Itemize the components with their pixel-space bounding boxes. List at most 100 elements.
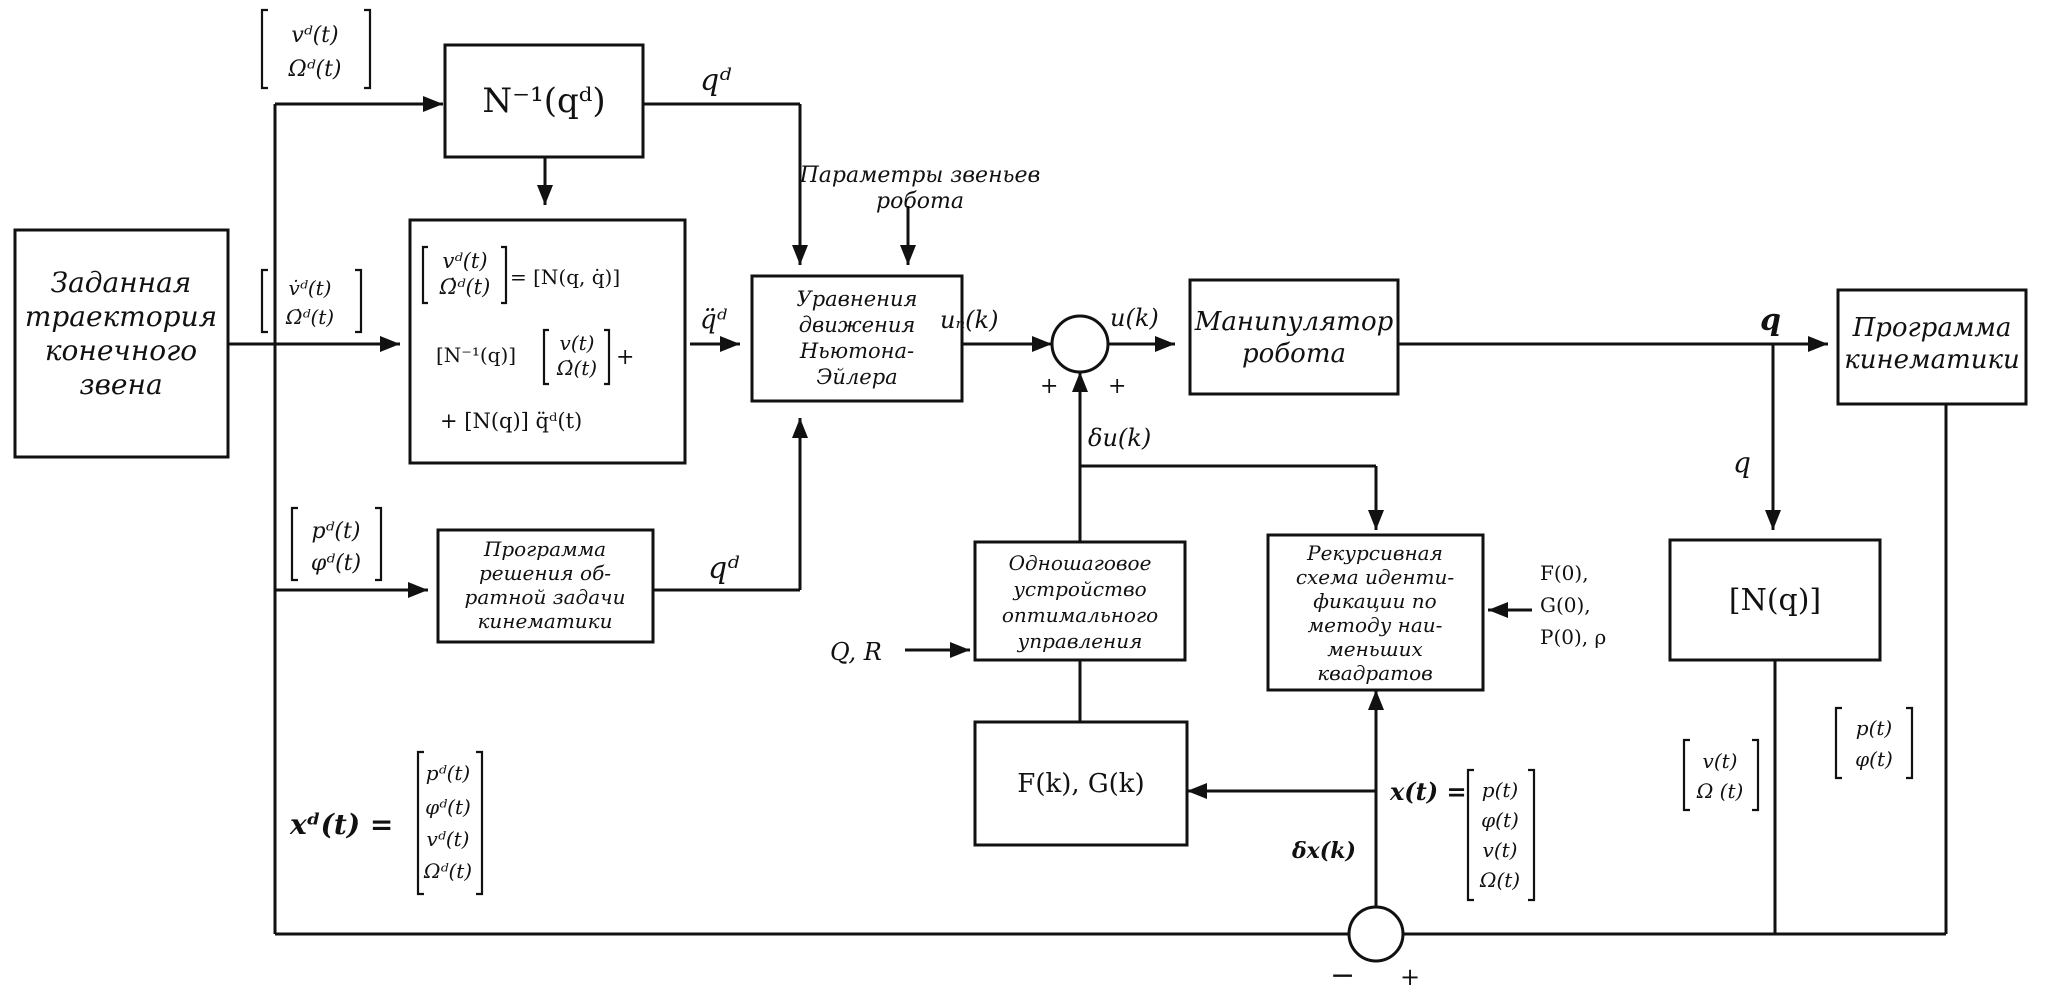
xd-vec-2: φᵈ(t) — [425, 795, 471, 819]
eq-line3: + [N(q)] q̈ᵈ(t) — [440, 409, 582, 433]
xd-vec-4: Ωᵈ(t) — [423, 859, 472, 883]
p-vec-top: p(t) — [1856, 716, 1892, 740]
link-params-label: Параметры звеньев робота — [799, 163, 1041, 214]
manipulator-line-1: Манипулятор — [1194, 307, 1394, 337]
link-params-line-2: робота — [876, 189, 964, 214]
eq-lhs-bottom: Ω̇ᵈ(t) — [439, 275, 491, 299]
ls-line-5: меньших — [1327, 637, 1423, 661]
v-vector-label: v(t) Ω (t) — [1682, 738, 1760, 812]
trajectory-block: Заданная траектория конечного звена — [13, 228, 230, 459]
ls-line-4: методу наи- — [1308, 613, 1443, 637]
arrow-right-icon — [1808, 336, 1828, 352]
ls-line-1: Рекурсивная — [1306, 541, 1443, 565]
sum1-plus-left: + — [1040, 374, 1058, 399]
v-vec-bottom: Ω (t) — [1696, 779, 1744, 803]
inverse-kinematics-block: Программа решения об- ратной задачи кине… — [436, 528, 655, 644]
trajectory-line-1: Заданная — [51, 266, 192, 299]
q-main-label: q — [1760, 303, 1781, 338]
newton-euler-line-1: Уравнения — [797, 287, 918, 311]
inverse-kin-line-4: кинематики — [477, 609, 612, 633]
eq-line2-vec-top: v(t) — [560, 331, 595, 355]
vel-vec-top: vᵈ(t) — [291, 23, 338, 48]
optimal-control-block: Одношаговое устройство оптимального упра… — [973, 540, 1187, 662]
pos-vec-top: pᵈ(t) — [312, 519, 361, 544]
xd-vector-label: xᵈ(t) = pᵈ(t) φᵈ(t) vᵈ(t) Ωᵈ(t) — [289, 750, 484, 896]
eq-lhs-top: vᵈ(t) — [442, 249, 487, 273]
un-k-label: uₙ(k) — [940, 306, 998, 334]
trajectory-line-4: звена — [79, 368, 162, 401]
optimal-line-3: оптимального — [1002, 603, 1158, 627]
acc-vec-bottom: Ω̇ᵈ(t) — [285, 305, 334, 329]
eq-rhs: = [N(q, q̇)] — [510, 265, 620, 289]
trajectory-line-3: конечного — [45, 334, 197, 367]
acc-vec-top: v̇ᵈ(t) — [289, 276, 332, 300]
link-params-line-1: Параметры звеньев — [799, 163, 1041, 188]
newton-euler-line-4: Эйлера — [816, 365, 897, 389]
qdd-label: q̈ᵈ — [700, 305, 728, 335]
acceleration-equation-block: vᵈ(t) Ω̇ᵈ(t) = [N(q, q̇)] [N⁻¹(q)] v(t) … — [408, 218, 687, 465]
arrow-right-icon — [720, 336, 740, 352]
dx-k-label: δx(k) — [1291, 838, 1356, 864]
eq-line2-vec-bottom: Ω̇(t) — [556, 356, 597, 380]
manipulator-line-2: робота — [1242, 339, 1346, 369]
summing-junction-control: + + — [1040, 314, 1126, 399]
sum1-plus-right: + — [1108, 374, 1126, 399]
newton-euler-block: Уравнения движения Ньютона- Эйлера — [750, 274, 964, 403]
x-vector-label: x(t) = p(t) φ(t) v(t) Ω(t) — [1389, 768, 1536, 902]
ls-line-3: фикации по — [1313, 589, 1436, 613]
nq-label: [N(q)] — [1729, 583, 1821, 618]
pos-vec-bottom: φᵈ(t) — [311, 551, 361, 576]
arrow-down-icon — [1765, 510, 1781, 530]
inverse-jacobian-block: N⁻¹(qᵈ) — [443, 43, 645, 159]
fg-label: F(k), G(k) — [1017, 769, 1144, 799]
x-vec-4: Ω(t) — [1479, 868, 1520, 892]
arrow-right-icon — [1032, 336, 1052, 352]
x-vec-2: φ(t) — [1481, 808, 1519, 832]
optimal-line-2: устройство — [1012, 577, 1146, 601]
arrow-left-icon — [1187, 783, 1207, 799]
kinematics-line-1: Программа — [1852, 313, 2012, 343]
ls-line-6: квадратов — [1317, 661, 1433, 685]
inverse-kin-line-1: Программа — [483, 537, 606, 561]
ls-line-2: схема иденти- — [1296, 565, 1455, 589]
ls-identification-block: Рекурсивная схема иденти- фикации по мет… — [1266, 533, 1485, 692]
arrow-down-icon — [1368, 510, 1384, 530]
arrow-right-icon — [950, 642, 970, 658]
p-vec-bottom: φ(t) — [1855, 747, 1893, 771]
eq-line2-post: + — [616, 345, 634, 370]
v-vec-top: v(t) — [1703, 749, 1738, 773]
du-k-label: δu(k) — [1088, 424, 1151, 452]
qr-label: Q, R — [830, 638, 882, 666]
x-label: x(t) = — [1389, 777, 1467, 806]
newton-euler-line-2: движения — [799, 313, 916, 337]
vel-vector-label: vᵈ(t) Ωᵈ(t) — [260, 8, 372, 90]
arrow-right-icon — [1155, 336, 1175, 352]
xd-label: xᵈ(t) = — [289, 808, 393, 841]
arrow-right-icon — [380, 336, 400, 352]
u-k-label: u(k) — [1110, 304, 1159, 332]
summing-junction-error: − + — [1330, 905, 1420, 993]
x-vec-3: v(t) — [1483, 838, 1518, 862]
acc-vector-label: v̇ᵈ(t) Ω̇ᵈ(t) — [260, 268, 363, 334]
init-params-label: F(0), G(0), P(0), ρ — [1540, 561, 1606, 649]
kinematics-line-2: кинематики — [1844, 345, 2020, 375]
xd-vec-3: vᵈ(t) — [427, 827, 470, 851]
manipulator-block: Манипулятор робота — [1188, 278, 1400, 396]
sum2-minus: − — [1330, 958, 1355, 993]
p-vector-label: p(t) φ(t) — [1834, 706, 1914, 780]
eq-line2-pre: [N⁻¹(q)] — [436, 343, 516, 367]
arrow-up-icon — [1368, 690, 1384, 710]
vel-vec-bottom: Ωᵈ(t) — [287, 57, 341, 82]
nq-block: [N(q)] — [1668, 538, 1882, 662]
init-params-line-2: G(0), — [1540, 593, 1591, 617]
arrow-down-icon — [792, 245, 808, 265]
arrow-left-icon — [1488, 602, 1508, 618]
init-params-line-3: P(0), ρ — [1540, 625, 1606, 649]
inverse-kin-line-3: ратной задачи — [465, 585, 626, 609]
x-vec-1: p(t) — [1482, 778, 1518, 802]
optimal-line-4: управления — [1017, 629, 1143, 653]
inverse-kin-line-2: решения об- — [479, 561, 611, 585]
fg-block: F(k), G(k) — [973, 720, 1189, 847]
q-branch-label: q — [1733, 446, 1751, 479]
